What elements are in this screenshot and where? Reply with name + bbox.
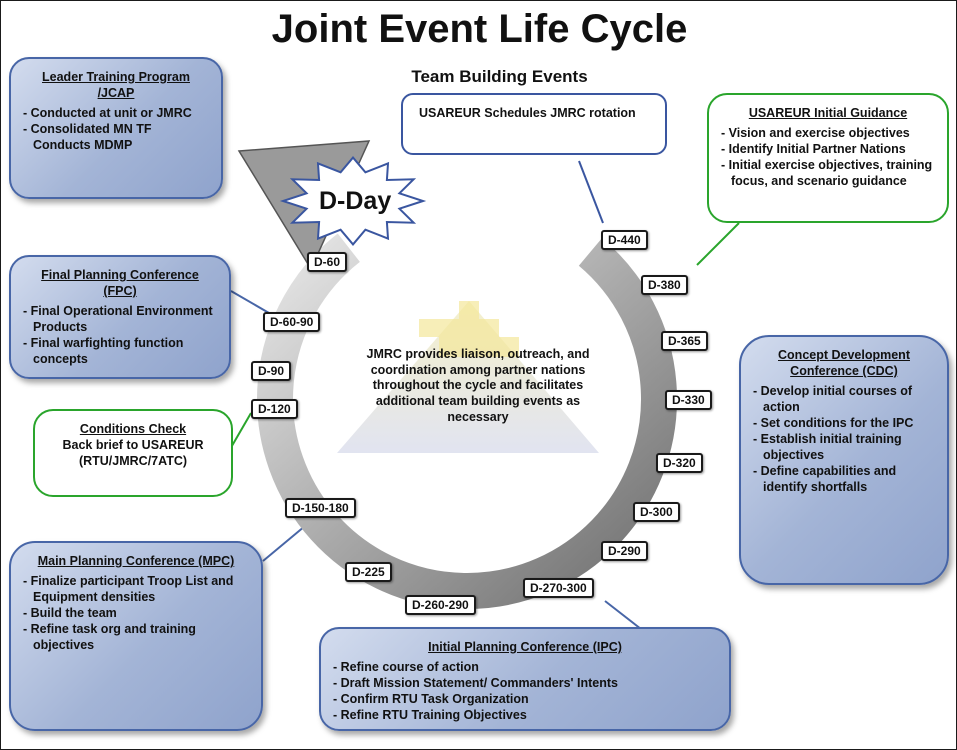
list-item: Refine RTU Training Objectives — [333, 707, 717, 723]
timeline-label: D-60-90 — [263, 312, 321, 332]
leader-training-heading: Leader Training Program /JCAP — [42, 70, 190, 100]
list-item: Set conditions for the IPC — [753, 415, 935, 431]
list-item: Finalize participant Troop List and Equi… — [23, 573, 249, 605]
emblem-steps — [419, 301, 519, 357]
mpc-heading: Main Planning Conference (MPC) — [37, 554, 235, 568]
fpc-list: Final Operational Environment Products F… — [23, 303, 217, 367]
connector-ipc — [604, 600, 642, 630]
timeline-label: D-225 — [345, 562, 392, 582]
timeline-label: D-120 — [251, 399, 298, 419]
initial-guidance-box: USAREUR Initial Guidance Vision and exer… — [707, 93, 949, 223]
list-item: Final warfighting function concepts — [23, 335, 217, 367]
emblem-triangle — [337, 301, 599, 453]
page-subtitle: Team Building Events — [411, 67, 588, 86]
list-item: Refine task org and training objectives — [23, 621, 249, 653]
list-item: Refine course of action — [333, 659, 717, 675]
list-item: Final Operational Environment Products — [23, 303, 217, 335]
timeline-label: D-60 — [307, 252, 348, 272]
mpc-box: Main Planning Conference (MPC) Finalize … — [9, 541, 263, 731]
cdc-box: Concept Development Conference (CDC) Dev… — [739, 335, 949, 585]
dday-label: D-Day — [319, 187, 392, 215]
mpc-list: Finalize participant Troop List and Equi… — [23, 573, 249, 653]
ipc-list: Refine course of action Draft Mission St… — [333, 659, 717, 723]
fpc-heading: Final Planning Conference (FPC) — [41, 268, 199, 298]
timeline-label: D-330 — [665, 390, 712, 410]
conditions-check-box: Conditions Check Back brief to USAREUR (… — [33, 409, 233, 497]
cdc-heading: Concept Development Conference (CDC) — [778, 348, 910, 378]
timeline-label: D-260-290 — [405, 595, 476, 615]
center-note: JMRC provides liaison, outreach, and coo… — [366, 347, 590, 424]
list-item: Initial exercise objectives, training fo… — [721, 157, 935, 189]
list-item: Consolidated MN TF Conducts MDMP — [23, 121, 209, 153]
connector-schedules — [578, 160, 604, 224]
list-item: Identify Initial Partner Nations — [721, 141, 935, 157]
timeline-label: D-150-180 — [285, 498, 356, 518]
list-item: Define capabilities and identify shortfa… — [753, 463, 935, 495]
conditions-check-line1: Back brief to USAREUR — [62, 438, 204, 452]
fpc-box: Final Planning Conference (FPC) Final Op… — [9, 255, 231, 379]
list-item: Confirm RTU Task Organization — [333, 691, 717, 707]
list-item: Conducted at unit or JMRC — [23, 105, 209, 121]
page-title: Joint Event Life Cycle — [271, 7, 688, 51]
list-item: Establish initial training objectives — [753, 431, 935, 463]
timeline-label: D-380 — [641, 275, 688, 295]
connector-guidance — [696, 222, 740, 266]
dday-starburst — [279, 156, 427, 246]
timeline-label: D-90 — [251, 361, 292, 381]
list-item: Build the team — [23, 605, 249, 621]
leader-training-box: Leader Training Program /JCAP Conducted … — [9, 57, 223, 199]
timeline-label: D-290 — [601, 541, 648, 561]
schedules-box: USAREUR Schedules JMRC rotation — [401, 93, 667, 155]
timeline-label: D-320 — [656, 453, 703, 473]
initial-guidance-heading: USAREUR Initial Guidance — [748, 106, 908, 120]
conditions-check-line2: (RTU/JMRC/7ATC) — [78, 454, 188, 468]
list-item: Develop initial courses of action — [753, 383, 935, 415]
ipc-heading: Initial Planning Conference (IPC) — [428, 640, 622, 654]
conditions-check-heading: Conditions Check — [79, 422, 187, 436]
initial-guidance-list: Vision and exercise objectives Identify … — [721, 125, 935, 189]
timeline-label: D-300 — [633, 502, 680, 522]
connector-fpc — [230, 290, 270, 314]
timeline-label: D-270-300 — [523, 578, 594, 598]
timeline-label: D-365 — [661, 331, 708, 351]
cdc-list: Develop initial courses of action Set co… — [753, 383, 935, 495]
ipc-box: Initial Planning Conference (IPC) Refine… — [319, 627, 731, 731]
list-item: Vision and exercise objectives — [721, 125, 935, 141]
leader-training-list: Conducted at unit or JMRC Consolidated M… — [23, 105, 209, 153]
list-item: Draft Mission Statement/ Commanders' Int… — [333, 675, 717, 691]
timeline-label: D-440 — [601, 230, 648, 250]
schedules-text: USAREUR Schedules JMRC rotation — [419, 106, 636, 120]
